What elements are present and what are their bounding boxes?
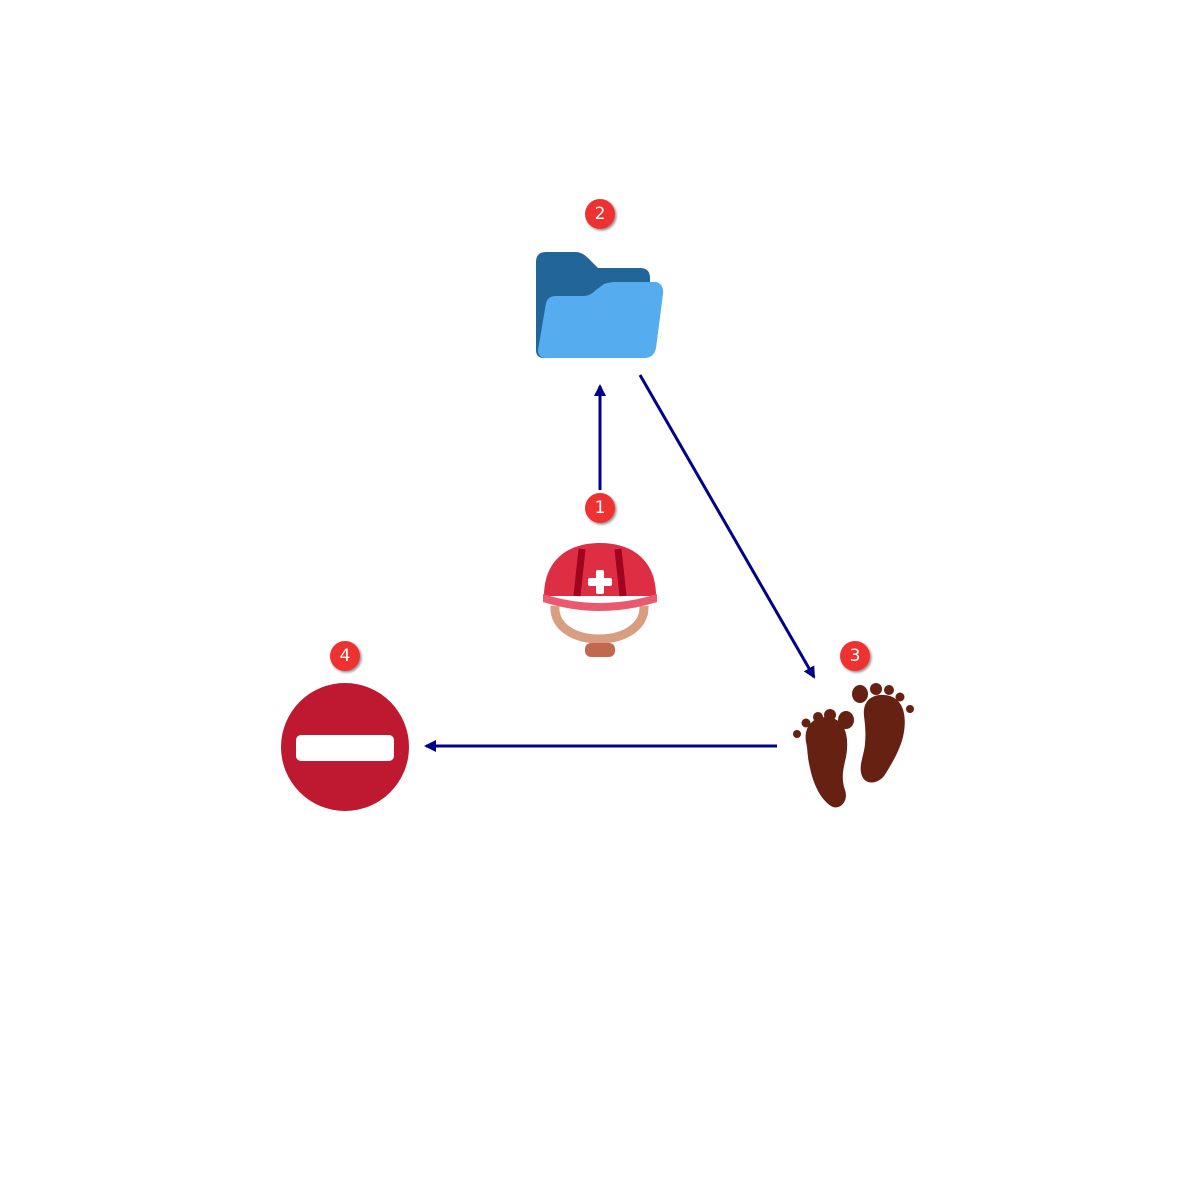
node-badge: 2 — [585, 199, 615, 229]
node-2[interactable]: 2 — [536, 199, 664, 358]
rescue-worker-helmet-icon — [543, 543, 657, 657]
node-3[interactable]: 3 — [793, 641, 914, 808]
no-entry-icon — [281, 683, 409, 811]
node-1[interactable]: 1 — [543, 493, 657, 657]
open-folder-icon — [536, 252, 664, 358]
node-badge-label: 1 — [595, 498, 606, 518]
footprints-icon — [793, 683, 914, 808]
node-badge: 1 — [585, 493, 615, 523]
node-badge-label: 2 — [595, 204, 606, 224]
node-badge: 4 — [330, 641, 360, 671]
node-badge-label: 3 — [850, 646, 861, 666]
node-badge: 3 — [840, 641, 870, 671]
node-badge-label: 4 — [340, 646, 351, 666]
edge-2-to-3 — [638, 374, 816, 679]
node-4[interactable]: 4 — [281, 641, 409, 811]
